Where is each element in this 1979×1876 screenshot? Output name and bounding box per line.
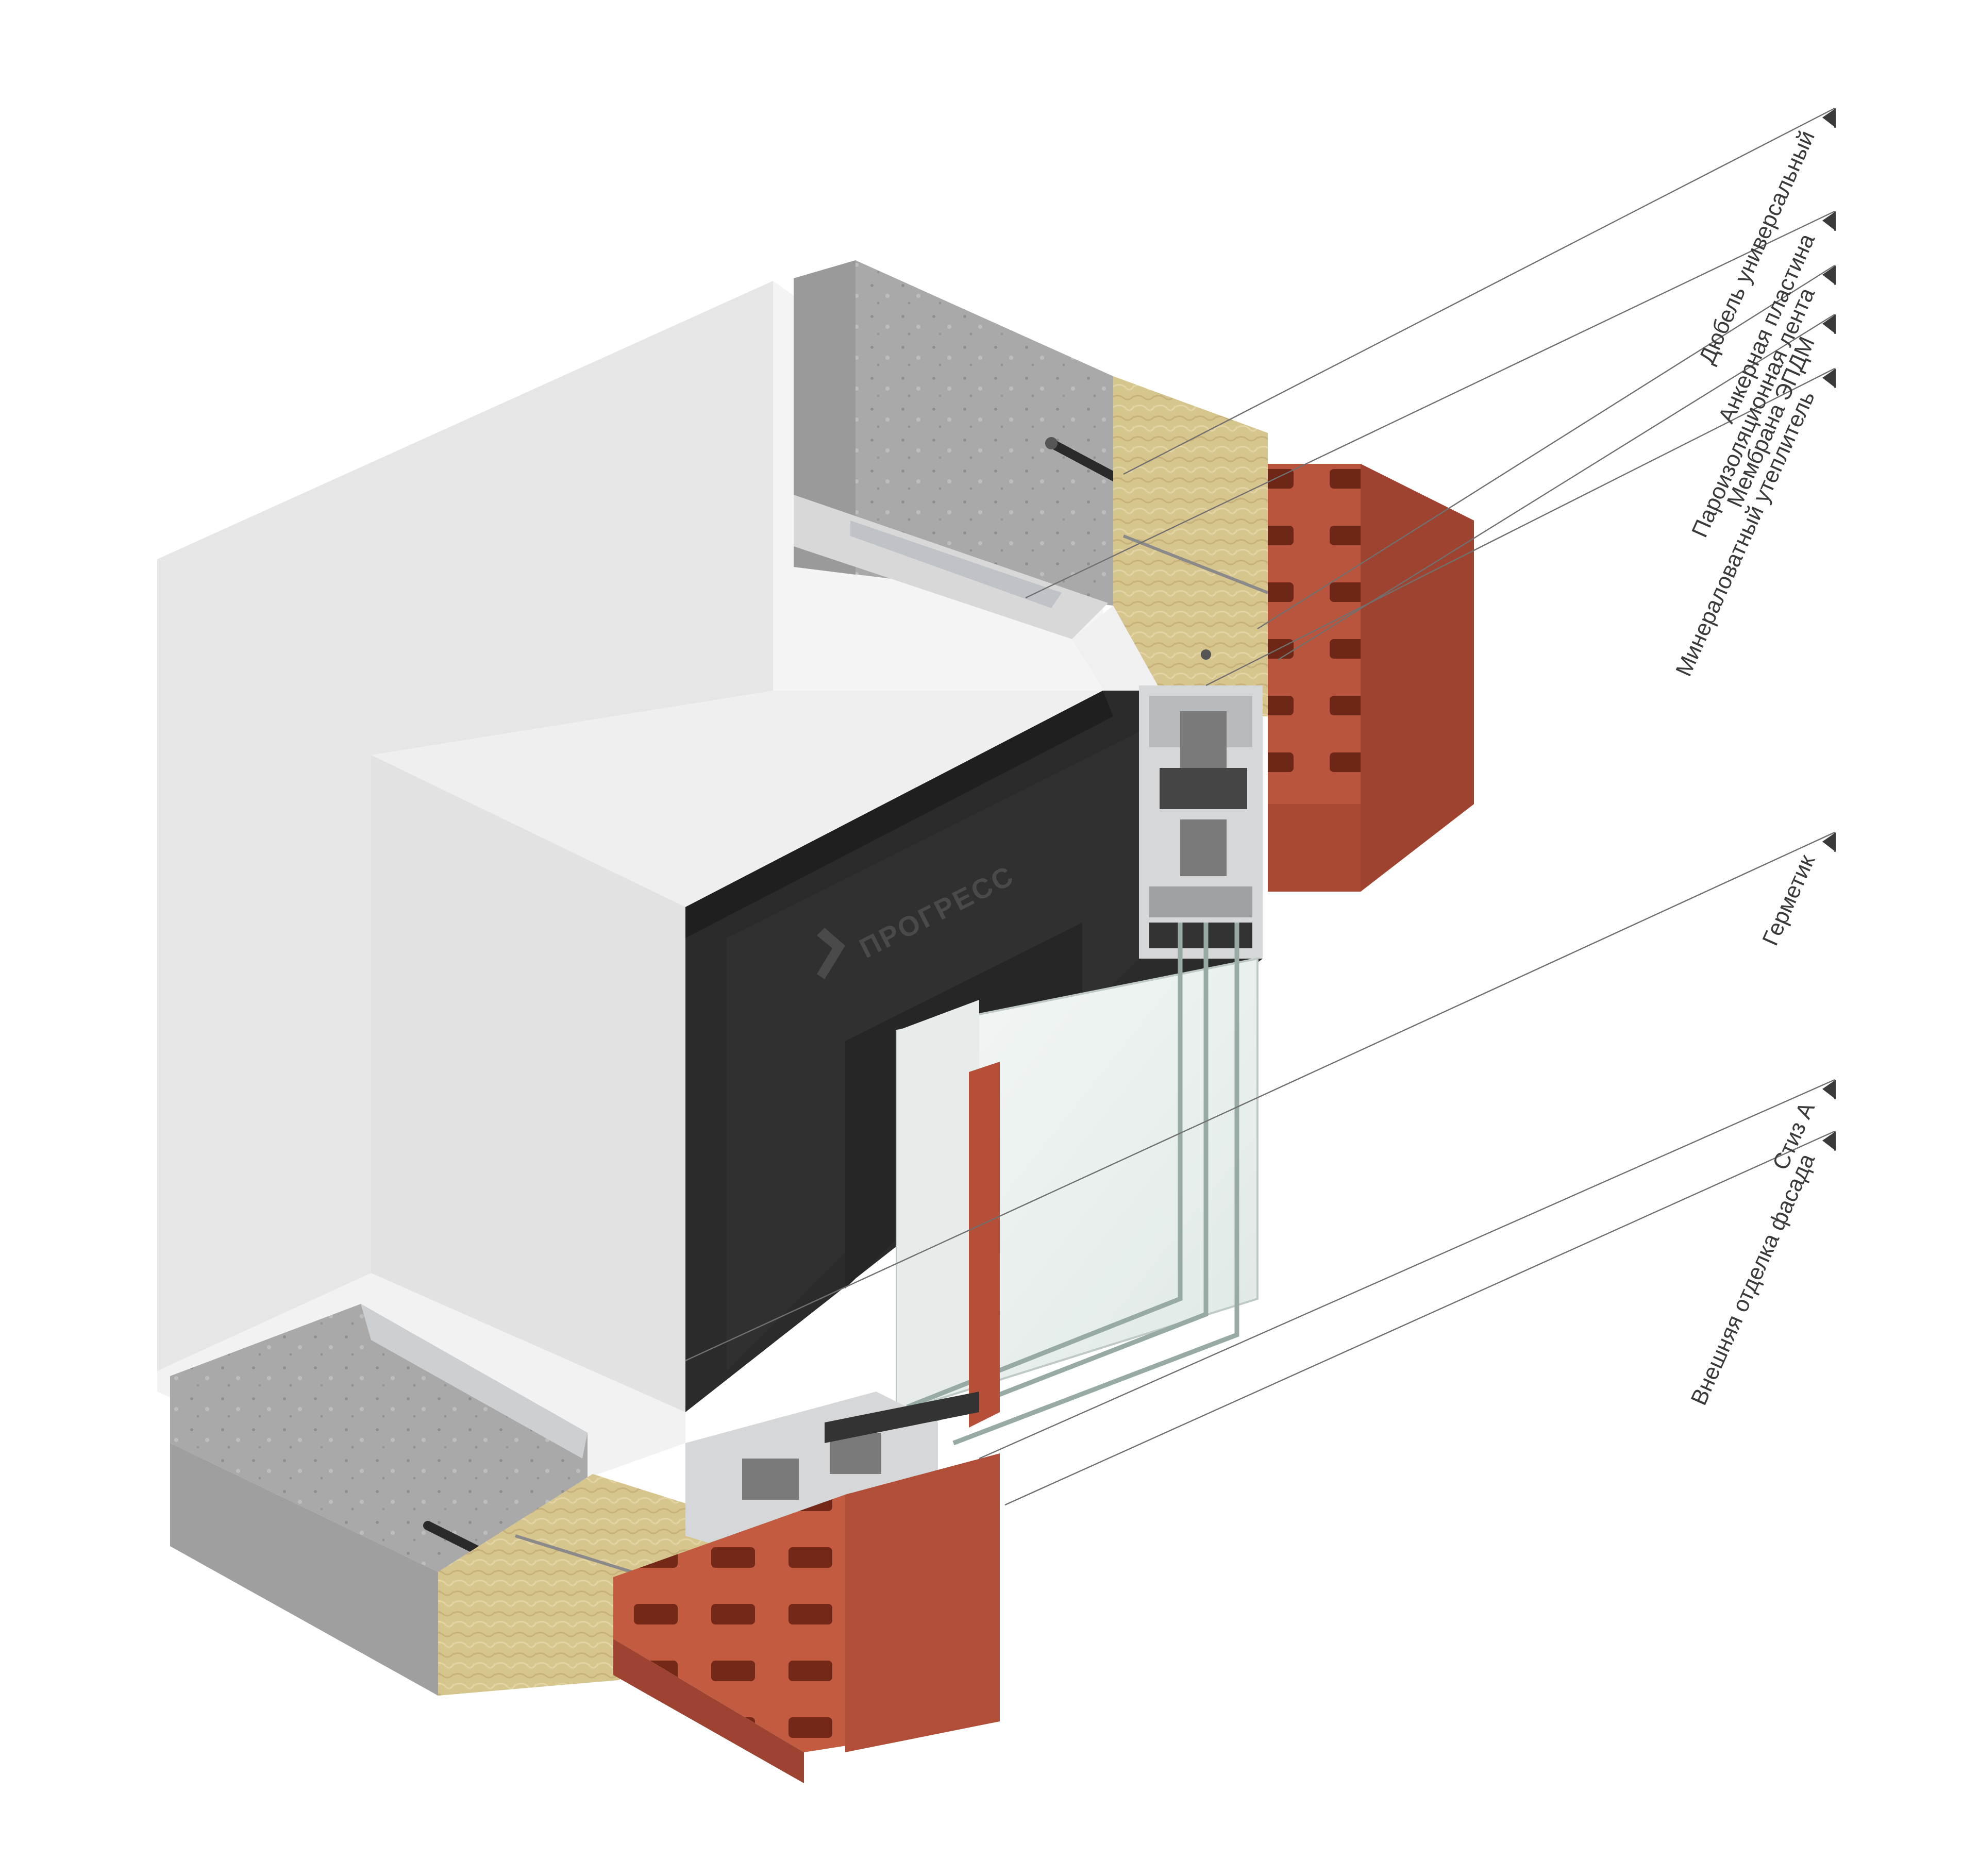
top-brick — [1268, 464, 1474, 892]
callout-marker-icon — [1822, 108, 1836, 128]
leader-lines — [685, 107, 1835, 1506]
top-mineral-wool — [1072, 376, 1269, 722]
top-concrete-block — [794, 260, 1113, 639]
callout-marker-icon — [1822, 314, 1836, 334]
frame-profile-section-top — [1139, 685, 1263, 959]
bottom-concrete-block — [170, 1304, 588, 1696]
callout-marker-icon — [1822, 1080, 1836, 1099]
callout-marker-icon — [1822, 368, 1836, 388]
bottom-brick — [613, 1453, 1000, 1783]
callout-marker-icon — [1822, 211, 1836, 231]
jamb-brick — [969, 1062, 1000, 1428]
callout-marker-icon — [1822, 1131, 1836, 1151]
callout-marker-icon — [1822, 832, 1836, 852]
callout-facade-finish: Внешняя отделка фасада — [1686, 1131, 1836, 1409]
callout-label: Герметик — [1757, 850, 1820, 949]
callout-marker-icon — [1822, 265, 1836, 285]
brand-logo-mark — [817, 928, 845, 979]
